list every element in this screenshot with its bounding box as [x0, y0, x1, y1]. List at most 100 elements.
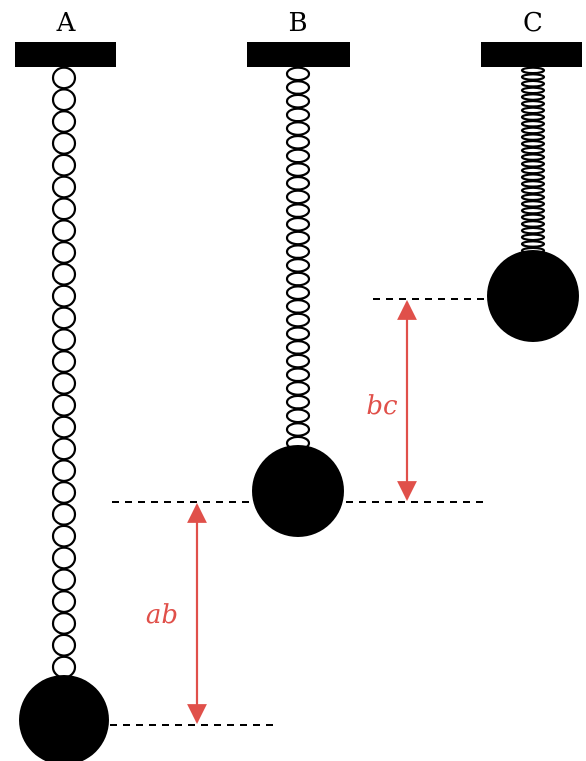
spring-coil	[285, 203, 311, 218]
spring-label-b: B	[288, 8, 307, 38]
spring-c	[520, 66, 546, 255]
spring-coil	[51, 437, 77, 461]
spring-coil	[51, 415, 77, 439]
spring-coil	[51, 459, 77, 483]
spring-label-c: C	[523, 8, 543, 38]
spring-coil	[285, 189, 311, 205]
spring-coil	[285, 285, 311, 301]
spring-coil	[51, 66, 77, 90]
spring-coil	[51, 284, 77, 308]
spring-coil	[51, 153, 77, 177]
spring-coil	[51, 590, 77, 614]
spring-coil	[285, 271, 311, 287]
spring-coil	[285, 121, 311, 136]
spring-coil	[285, 258, 311, 273]
spring-coil	[520, 213, 546, 222]
spring-coil	[285, 353, 311, 369]
spring-coil	[520, 139, 546, 148]
spring-a	[51, 66, 77, 679]
spring-coil	[51, 393, 77, 417]
support-bar-c	[481, 42, 582, 67]
spring-coil	[285, 107, 311, 123]
spring-coil	[51, 481, 77, 504]
spring-coil	[51, 306, 77, 330]
spring-coil	[51, 633, 77, 657]
support-bar-b	[247, 42, 350, 67]
spring-system-b: B	[247, 8, 350, 537]
spring-coil	[51, 612, 77, 635]
spring-coil	[520, 200, 546, 208]
spring-coil	[520, 119, 546, 128]
distance-label-ab: ab	[146, 600, 178, 630]
spring-coil	[520, 133, 546, 141]
spring-coil	[285, 299, 311, 314]
spring-coil	[520, 79, 546, 88]
mass-b	[252, 445, 344, 537]
spring-coil	[520, 193, 546, 202]
spring-coil	[520, 166, 546, 175]
spring-label-a: A	[56, 8, 77, 38]
spring-coil	[285, 422, 311, 437]
spring-coil	[520, 99, 546, 108]
spring-coil	[51, 262, 77, 286]
spring-coil	[520, 146, 546, 155]
spring-coil	[285, 80, 311, 95]
spring-coil	[51, 546, 77, 570]
spring-coil	[285, 326, 311, 342]
spring-coil	[51, 175, 77, 199]
spring-coil	[51, 655, 77, 679]
spring-coil	[285, 408, 311, 424]
spring-coil	[285, 244, 311, 260]
spring-coil	[51, 524, 77, 548]
spring-coil	[520, 173, 546, 182]
spring-coil	[285, 312, 311, 328]
spring-coil	[520, 206, 546, 215]
spring-coil	[520, 186, 546, 195]
spring-coil	[51, 88, 77, 112]
spring-coil	[520, 93, 546, 101]
distance-label-bc: bc	[366, 391, 398, 421]
spring-coil	[520, 113, 546, 121]
spring-coil	[520, 66, 546, 75]
spring-coil	[285, 394, 311, 410]
spring-coil	[285, 230, 311, 246]
spring-coil	[51, 219, 77, 243]
spring-coil	[51, 131, 77, 155]
support-bar-a	[15, 42, 116, 67]
spring-coil	[51, 372, 77, 395]
spring-coil	[285, 340, 311, 355]
spring-coil	[520, 106, 546, 115]
spring-coil	[285, 148, 311, 164]
spring-coil	[51, 568, 77, 592]
spring-coil	[285, 66, 311, 82]
spring-coil	[51, 110, 77, 133]
spring-coil	[285, 381, 311, 396]
spring-coil	[520, 153, 546, 162]
mass-a	[19, 675, 109, 761]
spring-coil	[520, 86, 546, 95]
spring-coil	[520, 233, 546, 242]
spring-coil	[520, 73, 546, 81]
spring-coil	[51, 328, 77, 352]
spring-coil	[520, 126, 546, 135]
spring-b	[285, 66, 311, 451]
spring-coil	[285, 134, 311, 150]
spring-coil	[520, 226, 546, 235]
spring-coil	[285, 367, 311, 383]
mass-c	[487, 250, 579, 342]
spring-coil	[51, 197, 77, 221]
spring-coil	[51, 241, 77, 264]
spring-coil	[285, 93, 311, 109]
spring-coil	[285, 162, 311, 177]
spring-coil	[520, 220, 546, 228]
spring-coil	[520, 180, 546, 188]
spring-system-c: C	[481, 8, 582, 342]
spring-coil	[51, 350, 77, 374]
spring-coil	[285, 175, 311, 191]
spring-coil	[285, 216, 311, 232]
spring-coil	[51, 502, 77, 526]
spring-system-a: A	[15, 8, 116, 761]
spring-coil	[520, 240, 546, 248]
spring-coil	[520, 159, 546, 168]
